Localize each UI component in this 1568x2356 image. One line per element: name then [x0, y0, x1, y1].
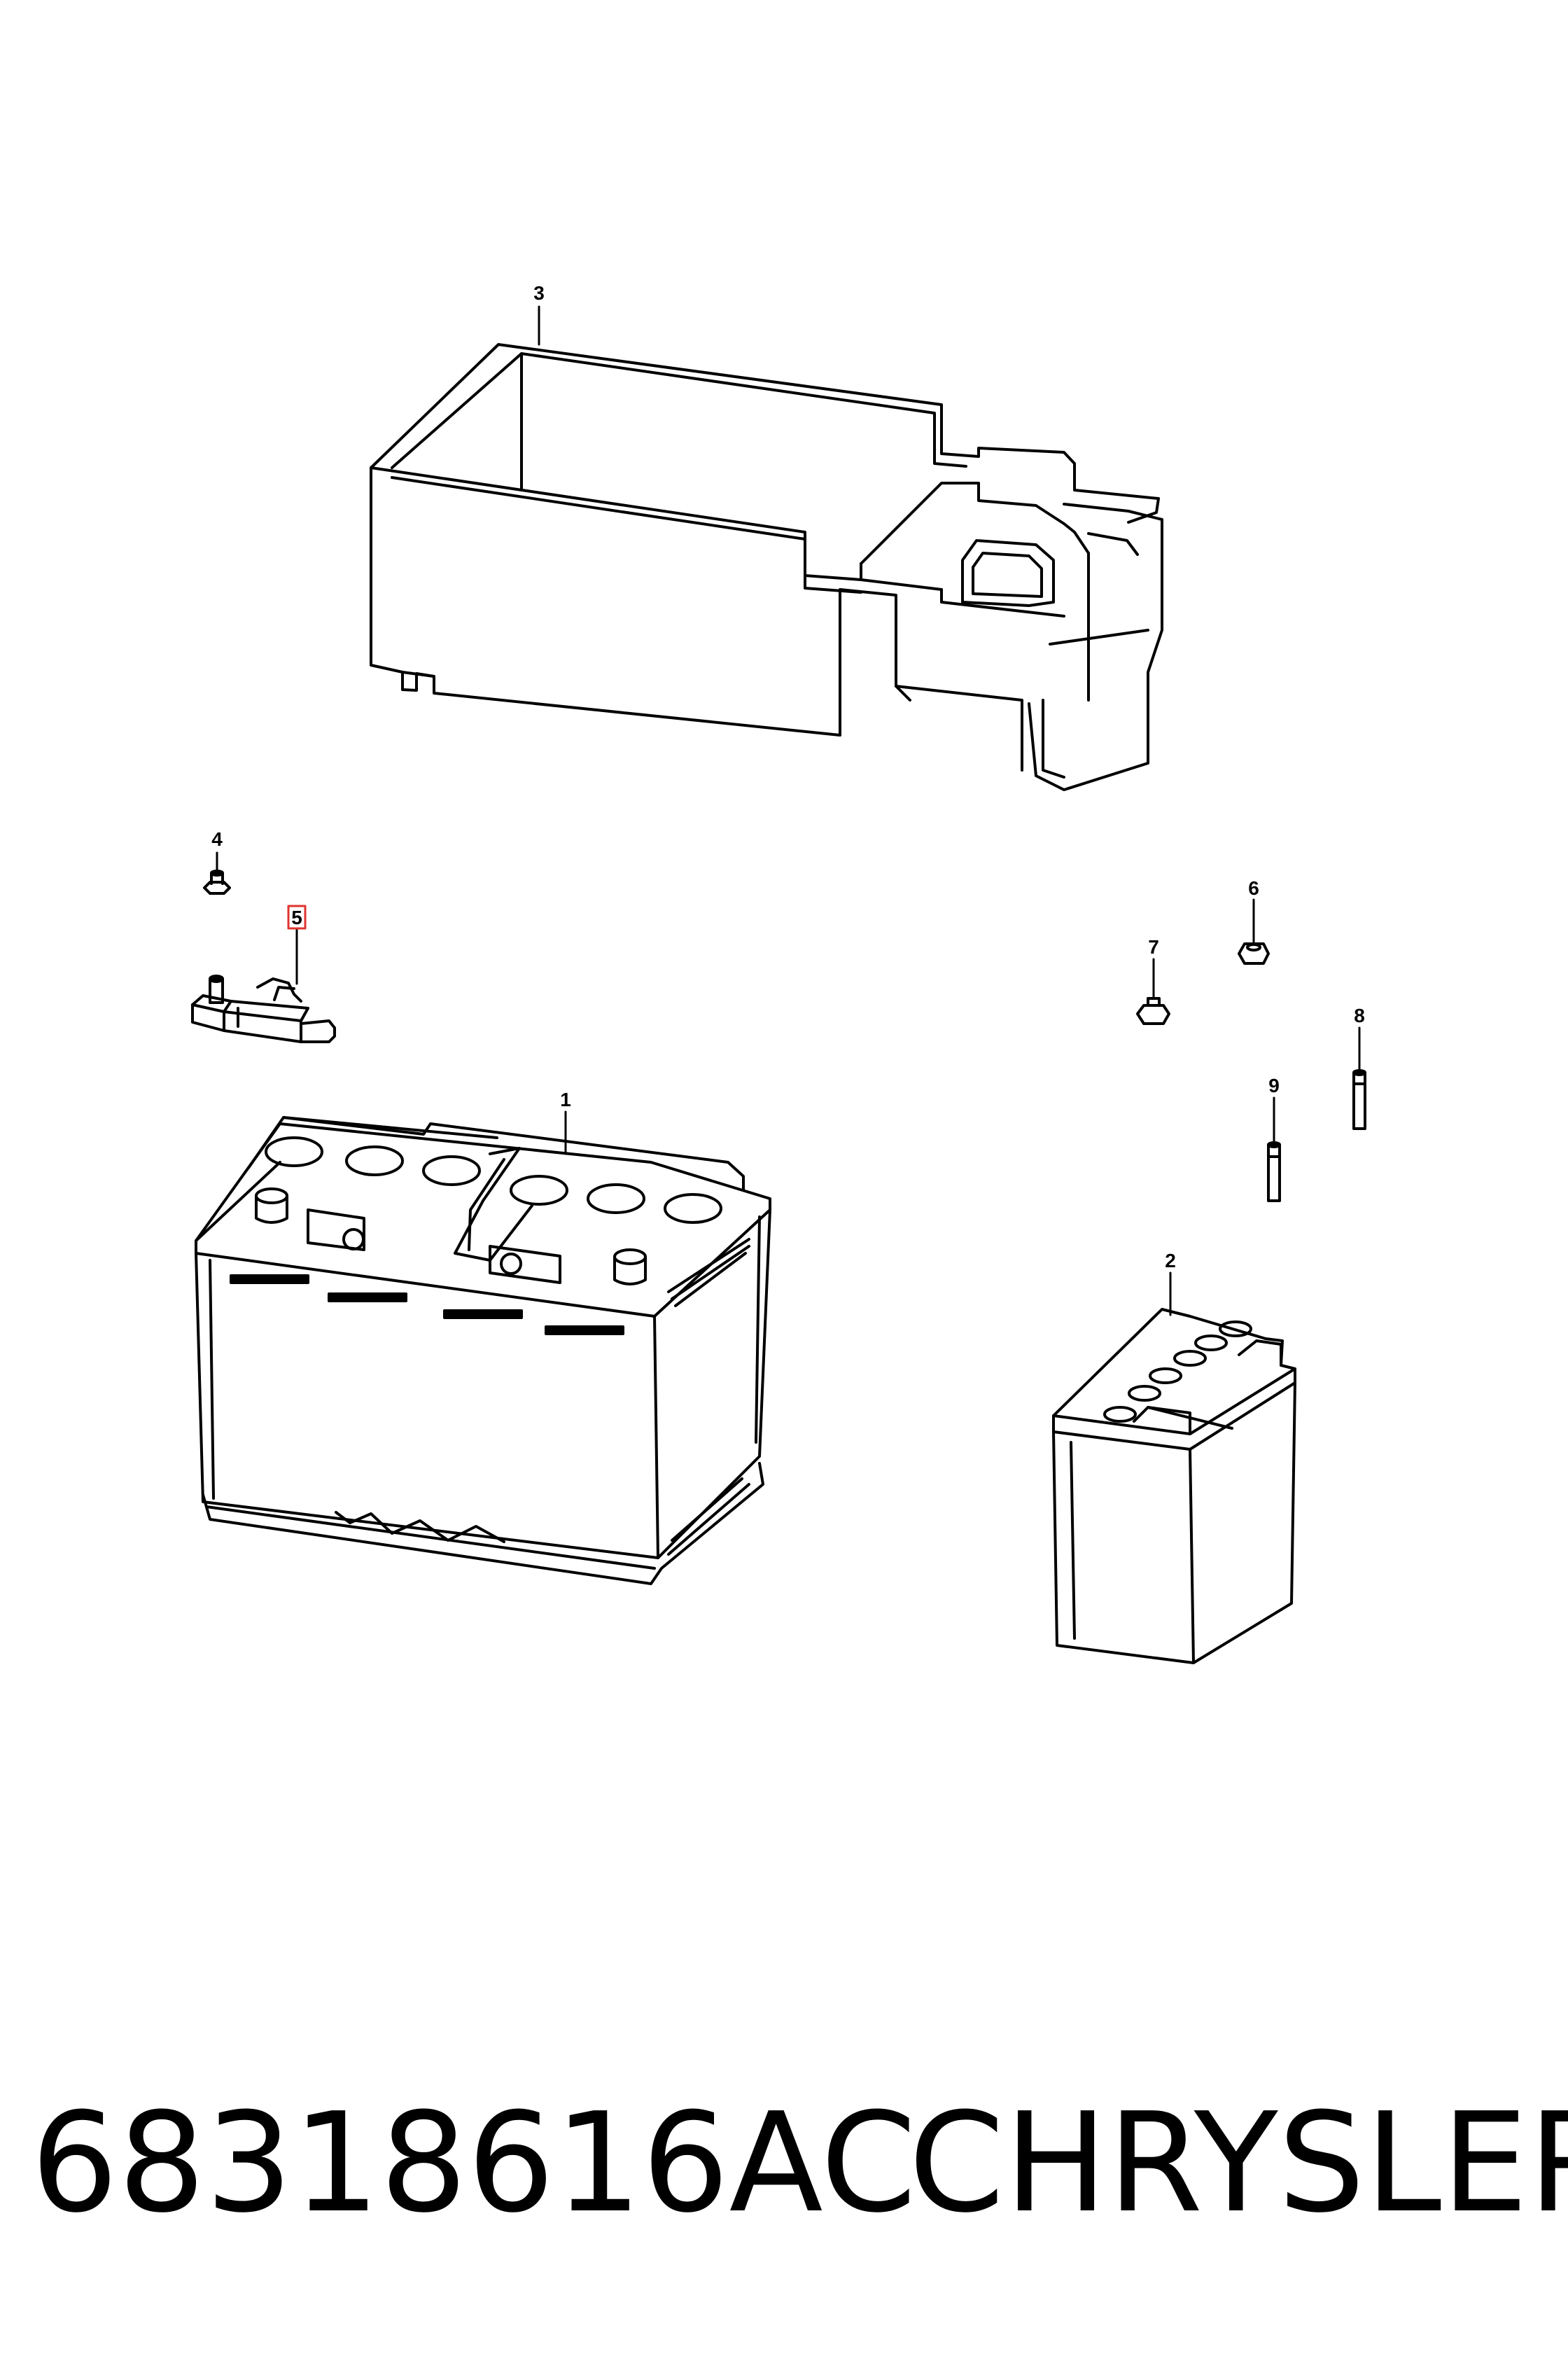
main-battery-drawing	[195, 1116, 771, 1585]
stud-8-drawing	[1352, 1069, 1366, 1130]
battery-sensor-drawing	[191, 975, 336, 1043]
callout-4: 4	[211, 828, 223, 850]
callout-1: 1	[560, 1089, 571, 1110]
nut-7-drawing	[1136, 997, 1170, 1025]
callout-8: 8	[1354, 1005, 1365, 1026]
callout-5: 5	[291, 907, 302, 928]
callout-3: 3	[533, 282, 545, 304]
callout-2: 2	[1165, 1250, 1176, 1271]
stud-9-drawing	[1267, 1141, 1281, 1202]
battery-tray-drawing	[370, 343, 1163, 791]
nut-6-drawing	[1238, 942, 1270, 965]
part-number: 68318616AC	[31, 2084, 917, 2243]
callout-5-highlight	[287, 905, 307, 930]
callout-6: 6	[1248, 877, 1259, 899]
leader-lines	[216, 305, 1361, 1316]
auxiliary-battery-drawing	[1052, 1308, 1296, 1664]
brand-name: CHRYSLER	[909, 2084, 1568, 2243]
callout-7: 7	[1148, 936, 1159, 958]
callout-9: 9	[1268, 1075, 1280, 1096]
